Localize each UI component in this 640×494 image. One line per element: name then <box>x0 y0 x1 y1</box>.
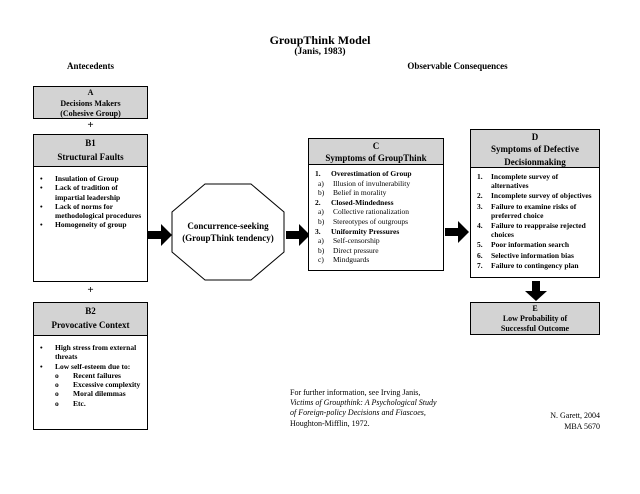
antecedents-label: Antecedents <box>67 61 114 71</box>
arrow-c-to-d-icon <box>445 221 469 243</box>
observable-consequences-label: Observable Consequences <box>407 61 508 71</box>
bullet-marker: • <box>40 183 43 193</box>
box-b1-bullets: •Insulation of Group •Lack of tradition … <box>34 167 147 230</box>
box-e-line2: Successful Outcome <box>500 324 570 333</box>
citation-line4: Houghton-Mifflin, 1972. <box>290 418 370 428</box>
list-item: •Homogeneity of group <box>40 220 127 230</box>
list-item: •High stress from external threats <box>40 343 137 362</box>
list-item: •Low self-esteem due to: <box>40 361 131 371</box>
list-item: c)Mindguards <box>318 255 370 265</box>
list-item: •Lack of tradition of impartial leadersh… <box>40 183 121 202</box>
list-item: 1.Incomplete survey of alternatives <box>477 172 559 191</box>
concurrence-octagon-shape <box>171 183 285 281</box>
box-d-title-line1: Symptoms of Defective <box>491 144 579 155</box>
box-c-list: 1.Overestimation of Group a)Illusion of … <box>309 165 443 265</box>
box-c-title: Symptoms of GroupThink <box>325 153 427 163</box>
list-item: b)Direct pressure <box>318 245 379 255</box>
bullet-marker: • <box>40 220 43 230</box>
author-credit: N. Garett, 2004 MBA 5670 <box>480 411 600 432</box>
list-item: •Lack of norms for methodological proced… <box>40 201 142 221</box>
list-item: 2.Incomplete survey of objectives <box>477 191 592 201</box>
arrow-d-to-e-icon <box>525 281 547 301</box>
arrow-b1-to-octagon-icon <box>148 224 172 246</box>
list-item: 3.Uniformity Pressures <box>315 226 400 236</box>
list-item: a)Self-censorship <box>318 236 380 246</box>
box-a-line2: (Cohesive Group) <box>60 109 121 118</box>
list-item: a)Collective rationalization <box>318 207 410 217</box>
credit-line1: N. Garett, 2004 <box>550 411 600 420</box>
list-item: b)Belief in morality <box>318 188 387 198</box>
bullet-marker: • <box>40 201 43 211</box>
box-d-defective-decisionmaking: D Symptoms of Defective Decisionmaking 1… <box>470 129 600 278</box>
box-e-low-probability: E Low Probability of Successful Outcome <box>470 302 600 335</box>
box-b2-title: Provocative Context <box>51 319 130 330</box>
bullet-marker: • <box>40 343 43 352</box>
sub-bullet-marker: o <box>55 380 59 390</box>
box-a-line1: Decisions Makers <box>60 98 121 108</box>
box-c-header: C Symptoms of GroupThink <box>309 139 443 165</box>
box-b2-header: B2 Provocative Context <box>34 303 147 336</box>
list-item: 7.Failure to contingency plan <box>477 260 579 270</box>
sub-bullet-marker: o <box>55 389 59 399</box>
list-item: 3.Failure to examine risks of preferred … <box>477 201 577 220</box>
list-item: 4.Failure to reappraise rejected choices <box>477 221 586 240</box>
box-b1-structural-faults: B1 Structural Faults •Insulation of Grou… <box>33 134 148 282</box>
list-item: 6.Selective information bias <box>477 250 574 260</box>
box-d-list: 1.Incomplete survey of alternatives 2.In… <box>471 168 599 270</box>
sub-bullet-marker: o <box>55 370 59 380</box>
concurrence-octagon-label: Concurrence-seeking (GroupThink tendency… <box>172 184 284 280</box>
sub-bullet-marker: o <box>55 398 59 408</box>
arrow-octagon-to-c-icon <box>286 224 310 246</box>
box-b1-title: Structural Faults <box>57 151 124 162</box>
plus-sign-b1-b2: + <box>87 284 94 296</box>
box-d-header: D Symptoms of Defective Decisionmaking <box>471 130 599 168</box>
plus-sign-a-b1: + <box>87 119 94 131</box>
box-d-id: D <box>531 132 539 142</box>
list-item: •Insulation of Group <box>40 174 119 183</box>
octagon-line1: Concurrence-seeking <box>187 221 269 231</box>
page-subtitle: (Janis, 1983) <box>294 47 346 57</box>
citation-line2: Victims of Groupthink: A Psychological S… <box>290 398 437 408</box>
box-c-symptoms-of-groupthink: C Symptoms of GroupThink 1.Overestimatio… <box>308 138 444 271</box>
box-e-letter: E <box>532 304 538 313</box>
box-d-title-line2: Decisionmaking <box>504 156 566 167</box>
bullet-marker: • <box>40 174 43 183</box>
bullet-marker: • <box>40 361 43 371</box>
box-b2-id: B2 <box>85 306 96 316</box>
box-b2-provocative-context: B2 Provocative Context •High stress from… <box>33 302 148 430</box>
box-b1-header: B1 Structural Faults <box>34 135 147 167</box>
octagon-line2: (GroupThink tendency) <box>182 233 274 243</box>
citation-line3: of Foreign-policy Decisions and Fiascoes… <box>290 408 426 418</box>
credit-line2: MBA 5670 <box>564 421 600 431</box>
box-e-line1: Low Probability of <box>502 314 568 323</box>
box-c-id: C <box>372 141 380 151</box>
citation: For further information, see Irving Jani… <box>290 388 510 429</box>
box-b2-bullets: •High stress from external threats •Low … <box>34 336 147 408</box>
box-a-decision-makers: A Decisions Makers (Cohesive Group) <box>33 86 148 119</box>
box-b1-id: B1 <box>85 138 96 148</box>
citation-line1: For further information, see Irving Jani… <box>290 388 421 397</box>
list-item: b)Stereotypes of outgroups <box>318 216 408 226</box>
list-item: 1.Overestimation of Group <box>315 169 412 178</box>
list-item: a)Illusion of invulnerability <box>318 178 411 188</box>
box-a-letter: A <box>87 88 94 97</box>
page-title: GroupThink Model <box>269 33 371 47</box>
list-item: 2.Closed-Mindedness <box>315 197 394 207</box>
list-item: 5.Poor information search <box>477 240 570 250</box>
